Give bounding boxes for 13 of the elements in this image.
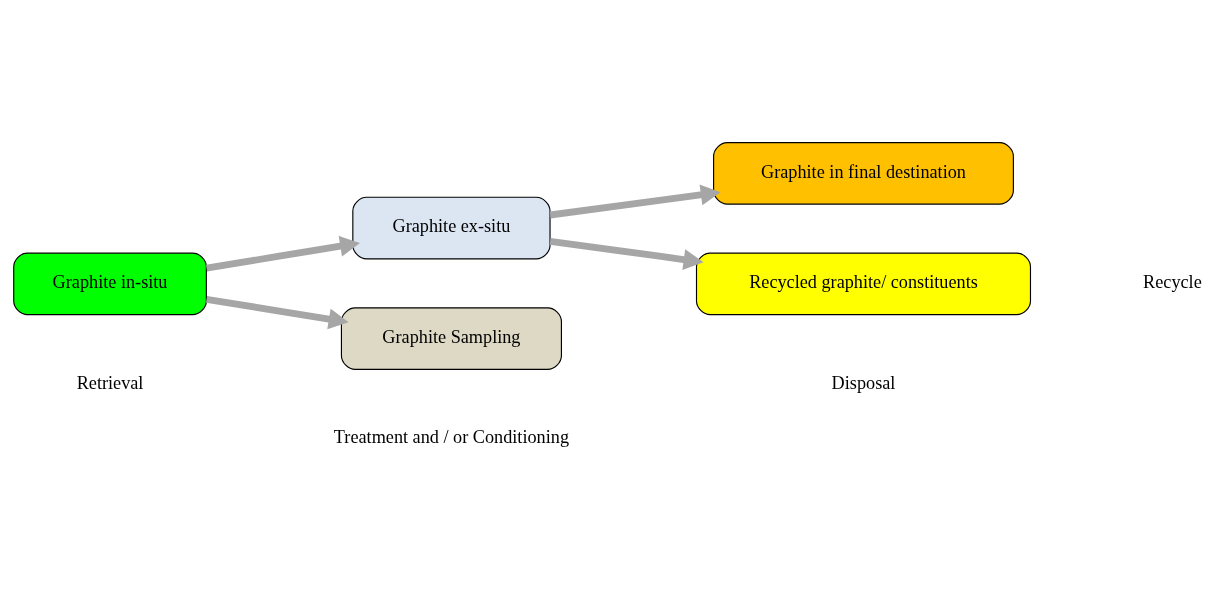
node-box: Graphite in-situ — [13, 252, 207, 315]
arrow — [206, 295, 349, 329]
node-box: Graphite in final destination — [713, 141, 1014, 205]
label: Treatment and / or Conditioning — [333, 426, 570, 447]
arrow — [549, 237, 704, 270]
node-box: Recycled graphite/ constituents — [695, 252, 1032, 315]
node-box: Graphite Sampling — [340, 306, 562, 370]
label: Disposal — [831, 372, 896, 393]
arrow — [206, 235, 360, 272]
label: Retrieval — [76, 372, 144, 393]
arrow — [549, 184, 721, 218]
label: Recycle — [1143, 271, 1202, 292]
node-box: Graphite ex-situ — [352, 196, 551, 259]
